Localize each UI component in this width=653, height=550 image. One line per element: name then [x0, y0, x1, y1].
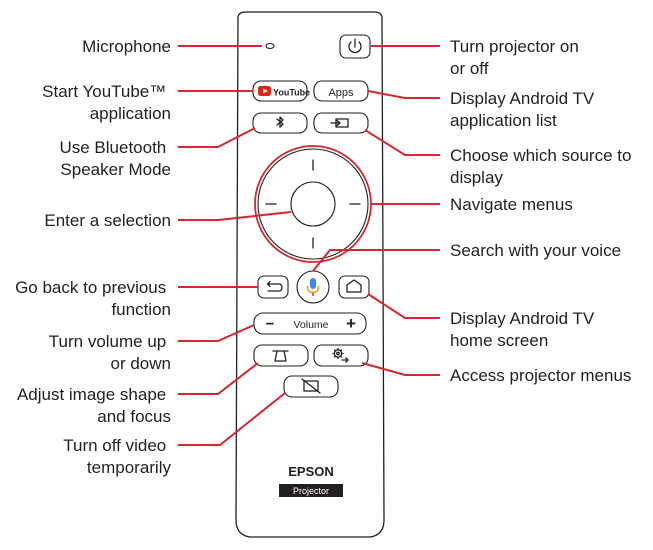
home-icon: [346, 279, 362, 293]
label-voice: Search with your voice: [450, 241, 621, 260]
settings-gear-icon: [332, 347, 349, 363]
label-settings: Access projector menus: [450, 366, 631, 385]
voice-mic-icon: [306, 278, 320, 296]
label-power: Turn projector on or off: [450, 37, 584, 78]
callout-source: [364, 129, 440, 156]
model-badge: Projector: [279, 484, 343, 497]
volume-button-label: Volume: [293, 319, 328, 331]
volume-up-label[interactable]: +: [346, 314, 356, 333]
callout-av-mute: [178, 392, 286, 446]
labels-left: Microphone Start YouTube™ application Us…: [15, 37, 171, 477]
label-home: Display Android TV home screen: [450, 309, 599, 350]
callout-lines-left: [178, 45, 292, 446]
apps-button-label: Apps: [328, 87, 354, 99]
bluetooth-icon: [276, 116, 284, 128]
microphone-hole-icon: [265, 42, 275, 50]
callout-lines-right: [312, 45, 440, 376]
labels-right: Turn projector on or off Display Android…: [450, 37, 636, 385]
label-image-shape: Adjust image shape and focus: [17, 385, 171, 426]
source-button[interactable]: [313, 112, 369, 134]
callout-voice: [312, 249, 440, 272]
label-source: Choose which source to display: [450, 146, 636, 187]
callout-bluetooth: [178, 127, 256, 148]
volume-button[interactable]: − Volume +: [253, 312, 367, 335]
label-volume: Turn volume up or down: [49, 332, 171, 373]
av-mute-button[interactable]: [283, 375, 339, 398]
power-icon: [348, 38, 362, 54]
label-microphone: Microphone: [82, 37, 171, 56]
callout-apps: [367, 90, 440, 99]
volume-down-label[interactable]: −: [266, 316, 275, 333]
keystone-button[interactable]: [253, 344, 309, 367]
youtube-logo-icon: [258, 86, 271, 96]
brand-logo: EPSON: [288, 464, 334, 479]
label-youtube: Start YouTube™ application: [42, 82, 171, 123]
back-button[interactable]: [257, 275, 289, 299]
callout-keystone: [178, 362, 259, 395]
source-input-icon: [330, 118, 349, 128]
callout-enter: [178, 211, 292, 221]
callout-settings: [361, 362, 440, 376]
label-video-off: Turn off video temporarily: [63, 436, 171, 477]
settings-button[interactable]: [313, 344, 369, 367]
apps-button[interactable]: Apps: [313, 80, 369, 102]
bluetooth-button[interactable]: [252, 112, 308, 134]
label-back: Go back to previous function: [15, 278, 171, 319]
youtube-button-label: YouTube: [273, 88, 310, 98]
label-bluetooth: Use Bluetooth Speaker Mode: [59, 138, 171, 179]
back-arrow-icon: [266, 280, 283, 292]
youtube-button[interactable]: YouTube: [252, 80, 310, 102]
voice-button[interactable]: [296, 270, 330, 304]
home-button[interactable]: [338, 275, 370, 299]
av-mute-icon: [301, 378, 321, 394]
dpad[interactable]: [254, 145, 372, 263]
model-label: Projector: [293, 486, 329, 496]
power-button[interactable]: [339, 34, 371, 59]
label-navigate: Navigate menus: [450, 195, 573, 214]
callout-home: [367, 293, 440, 319]
keystone-icon: [272, 350, 289, 362]
ok-button[interactable]: [290, 181, 336, 227]
callout-volume: [178, 324, 255, 342]
label-enter: Enter a selection: [44, 211, 171, 230]
label-apps: Display Android TV application list: [450, 89, 599, 130]
